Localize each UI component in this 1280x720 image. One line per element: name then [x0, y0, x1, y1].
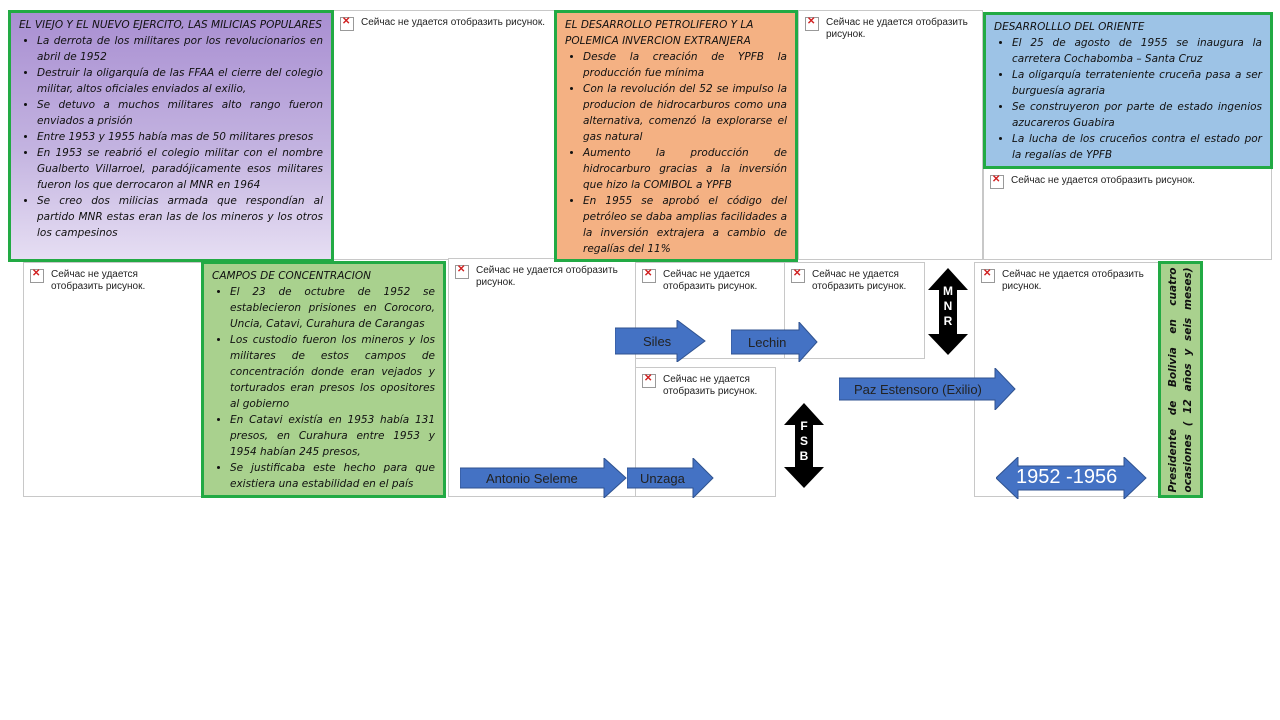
placeholder-message: Сейчас не удается отобразить рисунок. — [476, 265, 618, 288]
placeholder-message: Сейчас не удается отобразить рисунок. — [663, 269, 758, 292]
broken-image-icon — [642, 268, 656, 283]
petrolifero-title: EL DESARROLLO PETROLIFERO Y LA POLEMICA … — [565, 19, 754, 47]
campos-title: CAMPOS DE CONCENTRACION — [212, 270, 371, 282]
broken-image-icon — [805, 16, 819, 31]
list-item: Aumento la producción de hidrocarburo gr… — [583, 145, 787, 193]
broken-image-icon — [791, 268, 805, 283]
placeholder-message: Сейчас не удается отобразить рисунок. — [663, 374, 758, 397]
list-item: Destruir la oligarquía de las FFAA el ci… — [37, 65, 323, 97]
years-label: 1952 -1956 — [1016, 466, 1118, 488]
image-placeholder-5: Сейчас не удается отобразить рисунок. — [448, 258, 636, 497]
list-item: La oligarquía terrateniente cruceña pasa… — [1012, 67, 1262, 99]
unzaga-label: Unzaga — [640, 471, 685, 486]
list-item: Se justificaba este hecho para que exist… — [230, 460, 435, 492]
broken-image-icon — [642, 373, 656, 388]
placeholder-message: Сейчас не удается отобразить рисунок. — [812, 269, 907, 292]
petrolifero-box: EL DESARROLLO PETROLIFERO Y LA POLEMICA … — [554, 10, 798, 262]
list-item: Entre 1953 y 1955 había mas de 50 milita… — [37, 129, 323, 145]
broken-image-icon — [30, 268, 44, 283]
campos-box: CAMPOS DE CONCENTRACION El 23 de octubre… — [201, 261, 446, 498]
list-item: Se construyeron por parte de estado inge… — [1012, 99, 1262, 131]
arrow-mnr-double — [928, 268, 968, 355]
arrow-seleme — [460, 458, 627, 498]
petrolifero-list: Desde la creación de YPFB la producción … — [565, 49, 787, 257]
broken-image-icon — [981, 268, 995, 283]
presidente-box: Presidente de Bolivia en cuatro ocasione… — [1158, 261, 1203, 498]
placeholder-message: Сейчас не удается отобразить рисунок. — [361, 17, 545, 28]
arrow-fsb-double — [784, 403, 824, 488]
oriente-box: DESARROLLLO DEL ORIENTE El 25 de agosto … — [983, 12, 1273, 169]
list-item: En 1953 se reabrió el colegio militar co… — [37, 145, 323, 193]
placeholder-message: Сейчас не удается отобразить рисунок. — [826, 17, 968, 40]
mnr-letter: M — [943, 284, 953, 298]
placeholder-message: Сейчас не удается отобразить рисунок. — [51, 269, 146, 292]
mnr-letter: R — [943, 314, 953, 328]
list-item: La lucha de los cruceños contra el estad… — [1012, 131, 1262, 163]
list-item: Se detuvo a muchos militares alto rango … — [37, 97, 323, 129]
list-item: Los custodio fueron los mineros y los mi… — [230, 332, 435, 412]
arrow-paz — [839, 368, 1016, 410]
list-item: En Catavi existía en 1953 había 131 pres… — [230, 412, 435, 460]
siles-label: Siles — [643, 334, 672, 349]
mnr-letters: M N R — [938, 284, 958, 329]
list-item: Con la revolución del 52 se impulso la p… — [583, 81, 787, 145]
placeholder-message: Сейчас не удается отобразить рисунок. — [1011, 175, 1195, 186]
arrow-siles — [615, 320, 706, 362]
militares-box: EL VIEJO Y EL NUEVO EJERCITO, LAS MILICI… — [8, 10, 334, 262]
image-placeholder-2: Сейчас не удается отобразить рисунок. — [798, 10, 983, 260]
oriente-title: DESARROLLLO DEL ORIENTE — [994, 21, 1145, 33]
list-item: Desde la creación de YPFB la producción … — [583, 49, 787, 81]
broken-image-icon — [455, 264, 469, 279]
arrow-years-double — [996, 457, 1147, 499]
presidente-text: Presidente de Bolivia en cuatro ocasione… — [1166, 267, 1194, 492]
paz-label: Paz Estensoro (Exilio) — [854, 382, 982, 397]
list-item: Se creo dos milicias armada que respondí… — [37, 193, 323, 241]
image-placeholder-3: Сейчас не удается отобразить рисунок. — [983, 168, 1272, 260]
mnr-letter: N — [943, 299, 953, 313]
militares-list: La derrota de los militares por los revo… — [19, 33, 323, 241]
image-placeholder-1: Сейчас не удается отобразить рисунок. — [333, 10, 555, 260]
placeholder-message: Сейчас не удается отобразить рисунок. — [1002, 269, 1144, 292]
seleme-label: Antonio Seleme — [486, 471, 578, 486]
arrow-unzaga — [627, 458, 714, 498]
list-item: El 23 de octubre de 1952 se estableciero… — [230, 284, 435, 332]
fsb-letter: F — [800, 419, 808, 433]
fsb-letter: S — [799, 434, 808, 448]
campos-list: El 23 de octubre de 1952 se estableciero… — [212, 284, 435, 492]
list-item: El 25 de agosto de 1955 se inaugura la c… — [1012, 35, 1262, 67]
broken-image-icon — [340, 16, 354, 31]
list-item: La derrota de los militares por los revo… — [37, 33, 323, 65]
broken-image-icon — [990, 174, 1004, 189]
militares-title: EL VIEJO Y EL NUEVO EJERCITO, LAS MILICI… — [19, 19, 322, 31]
list-item: En 1955 se aprobó el código del petróleo… — [583, 193, 787, 257]
fsb-letters: F S B — [794, 419, 814, 464]
arrow-lechin — [731, 322, 818, 362]
fsb-letter: B — [799, 449, 809, 463]
image-placeholder-4: Сейчас не удается отобразить рисунок. — [23, 262, 203, 497]
lechin-label: Lechin — [748, 335, 787, 350]
oriente-list: El 25 de agosto de 1955 se inaugura la c… — [994, 35, 1262, 163]
